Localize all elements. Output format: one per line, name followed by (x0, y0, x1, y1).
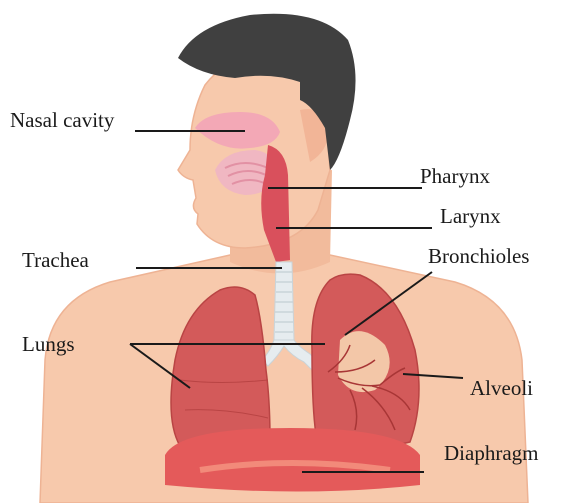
label-pharynx: Pharynx (420, 166, 490, 187)
trachea-shape (274, 262, 294, 340)
label-diaphragm: Diaphragm (444, 443, 538, 464)
label-trachea: Trachea (22, 250, 89, 271)
label-larynx: Larynx (440, 206, 501, 227)
label-alveoli: Alveoli (470, 378, 533, 399)
label-bronchioles: Bronchioles (428, 246, 529, 267)
label-lungs: Lungs (22, 334, 75, 355)
label-nasal-cavity: Nasal cavity (10, 110, 114, 131)
diaphragm-shape (165, 428, 420, 492)
